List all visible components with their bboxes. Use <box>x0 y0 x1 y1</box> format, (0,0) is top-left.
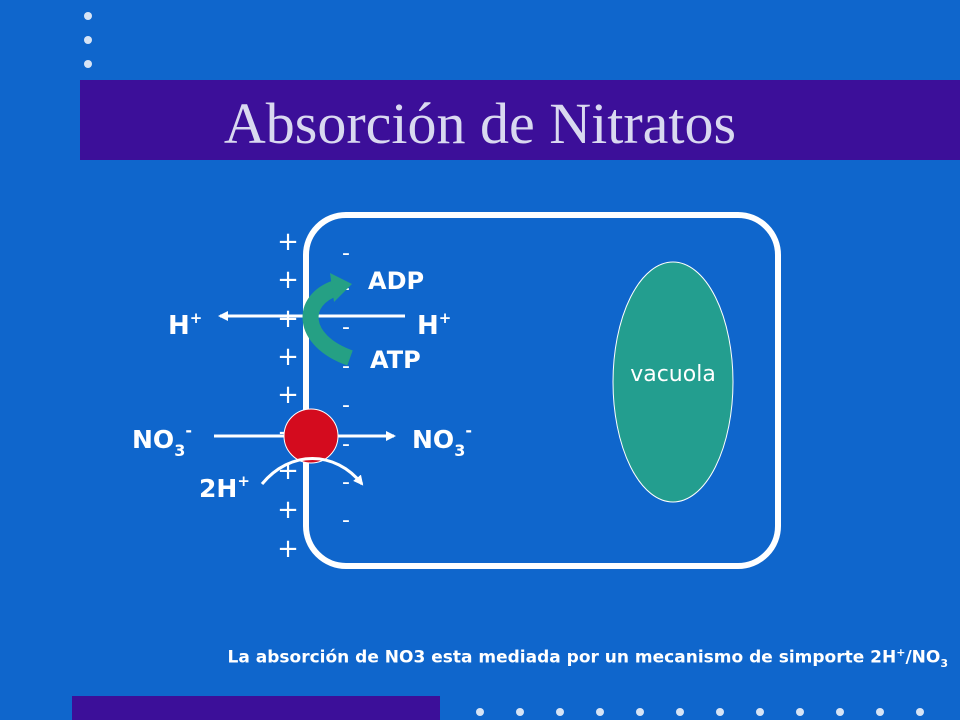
no3-in-label: NO3- <box>412 421 472 460</box>
atp-hydrolysis-arrow <box>302 280 354 366</box>
decor-dot <box>796 708 804 716</box>
no3-out-label: NO3- <box>132 421 192 460</box>
plus-charge: + <box>277 304 299 334</box>
minus-charge: - <box>342 393 350 418</box>
plus-charge: + <box>277 265 299 295</box>
two-h-label: 2H+ <box>199 472 250 503</box>
decor-dot <box>84 60 92 68</box>
plus-charge: + <box>277 227 299 257</box>
decor-dot <box>596 708 604 716</box>
decor-dot <box>876 708 884 716</box>
h-in-label: H+ <box>417 309 451 341</box>
decor-dot <box>516 708 524 716</box>
plus-charge: + <box>277 342 299 372</box>
adp-label: ADP <box>368 267 424 295</box>
membrane-plus-charges: + + + + + + + + + <box>277 227 299 564</box>
decor-dot <box>676 708 684 716</box>
cell-membrane <box>303 212 781 569</box>
plus-charge: + <box>277 380 299 410</box>
decor-dot <box>476 708 484 716</box>
h-out-label: H+ <box>168 309 202 341</box>
decor-dot <box>84 12 92 20</box>
plus-charge: + <box>277 495 299 525</box>
vacuole <box>612 261 734 503</box>
proton-influx-arrow <box>260 457 364 486</box>
atp-label: ATP <box>370 346 421 374</box>
vacuole-label: vacuola <box>630 362 716 387</box>
minus-charge: - <box>342 470 350 495</box>
decor-dot <box>916 708 924 716</box>
bottom-band <box>72 696 440 720</box>
minus-charge: - <box>342 508 350 533</box>
decor-dot <box>756 708 764 716</box>
plus-charge: + <box>277 534 299 564</box>
minus-charge: - <box>342 354 350 379</box>
decor-dot <box>716 708 724 716</box>
minus-charge: - <box>342 241 350 266</box>
decor-dot <box>636 708 644 716</box>
plus-charge: + <box>277 456 299 486</box>
decor-dot <box>556 708 564 716</box>
page-title: Absorción de Nitratos <box>223 91 737 156</box>
symporter-transporter <box>283 408 339 464</box>
decor-dot <box>836 708 844 716</box>
caption: La absorción de NO3 esta mediada por un … <box>227 646 948 671</box>
title-band <box>80 80 960 160</box>
atp-hydrolysis-arrowhead <box>330 273 352 302</box>
minus-charge: - <box>342 315 350 340</box>
decor-dot <box>84 36 92 44</box>
minus-charge: - <box>342 432 350 457</box>
